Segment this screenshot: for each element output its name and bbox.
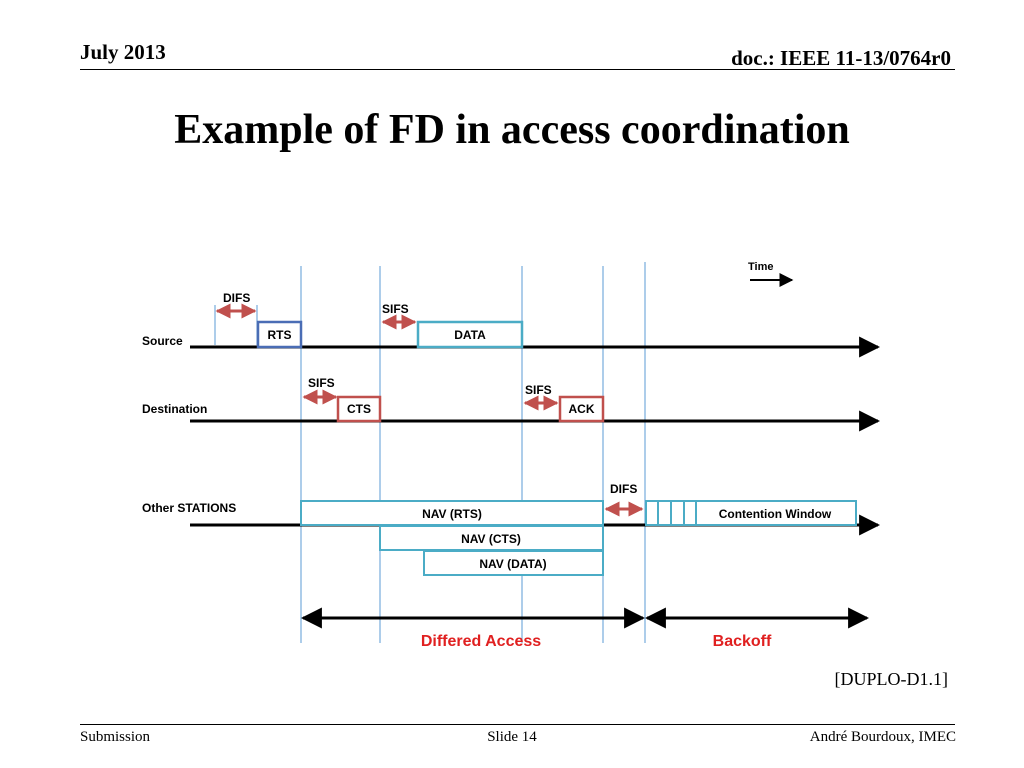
row-label-source: Source bbox=[142, 334, 183, 348]
row-label-other-stations: Other STATIONS bbox=[142, 501, 236, 515]
nav-cts-label: NAV (CTS) bbox=[461, 532, 521, 546]
nav-rts-label: NAV (RTS) bbox=[422, 507, 482, 521]
data-frame bbox=[416, 320, 524, 349]
ack-frame bbox=[558, 395, 605, 423]
reference-citation: [DUPLO-D1.1] bbox=[834, 669, 948, 689]
sifs-label-ack: SIFS bbox=[525, 383, 552, 397]
rts-label: RTS bbox=[268, 328, 292, 342]
slide-title: Example of FD in access coordination bbox=[174, 107, 850, 153]
sifs-label-source: SIFS bbox=[382, 302, 409, 316]
cts-label: CTS bbox=[347, 402, 371, 416]
sifs-label-cts: SIFS bbox=[308, 376, 335, 390]
contention-window-label: Contention Window bbox=[719, 507, 832, 521]
header-rule bbox=[80, 69, 955, 70]
difs-label-source: DIFS bbox=[223, 291, 250, 305]
time-label: Time bbox=[748, 261, 773, 273]
footer-author: André Bourdoux, IMEC bbox=[809, 729, 956, 745]
backoff-slots bbox=[657, 501, 697, 525]
header-date: July 2013 bbox=[80, 40, 166, 64]
nav-data-label: NAV (DATA) bbox=[479, 557, 546, 571]
footer-rule bbox=[80, 724, 955, 725]
footer-slide-number: Slide 14 bbox=[487, 729, 537, 745]
data-label: DATA bbox=[454, 328, 486, 342]
footer-submission: Submission bbox=[80, 729, 151, 745]
ack-label: ACK bbox=[569, 402, 595, 416]
cts-frame bbox=[336, 395, 382, 423]
vertical-guides bbox=[214, 262, 646, 643]
row-label-destination: Destination bbox=[142, 402, 207, 416]
contention-window-bar bbox=[645, 500, 857, 526]
backoff-label: Backoff bbox=[713, 633, 772, 650]
deferred-access-label: Differed Access bbox=[421, 633, 541, 650]
difs-label-others: DIFS bbox=[610, 482, 637, 496]
rts-frame bbox=[256, 320, 303, 349]
header-doc-id: doc.: IEEE 11-13/0764r0 bbox=[731, 46, 951, 70]
nav-cts-bar bbox=[379, 525, 604, 551]
nav-data-bar bbox=[423, 550, 604, 576]
